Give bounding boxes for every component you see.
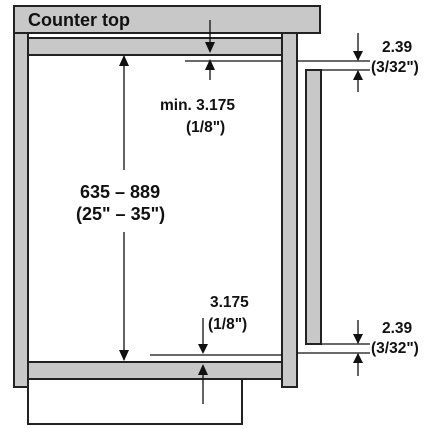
top-gap-arrow	[205, 42, 215, 53]
cabinet-right-side	[281, 32, 298, 388]
cabinet-bottom-rail	[27, 361, 283, 380]
bottom-door-gap-arrow-lower	[353, 353, 363, 363]
cabinet-base	[27, 379, 243, 425]
top-gap-arrow-lower	[205, 59, 215, 70]
door-panel	[305, 69, 322, 345]
height-arrow-top	[119, 55, 129, 66]
min-gap-label-line1: min. 3.175	[160, 97, 235, 114]
bottom-gap-arrow-upper	[198, 344, 208, 354]
top-door-gap-label-line2: (3/32")	[371, 59, 419, 76]
bottom-door-gap-label-line1: 2.39	[382, 320, 413, 337]
bottom-door-gap-label-line2: (3/32")	[371, 340, 419, 357]
bottom-gap-arrow-lower	[198, 364, 208, 375]
counter-top-slab	[13, 5, 321, 34]
min-gap-label-line2: (1/8")	[186, 119, 225, 136]
counter-top-label: Counter top	[28, 10, 130, 30]
bottom-gap-label-line2: (1/8")	[208, 316, 247, 333]
height-label-line2: (25" – 35")	[76, 204, 165, 224]
top-door-gap-arrow-lower	[353, 70, 363, 80]
height-label-line1: 635 – 889	[80, 182, 160, 202]
cabinet-top-rail	[27, 37, 283, 56]
height-arrow-bottom	[119, 350, 129, 361]
top-door-gap-arrow-upper	[353, 51, 363, 61]
bottom-door-gap-arrow-upper	[353, 334, 363, 344]
top-door-gap-label-line1: 2.39	[382, 39, 413, 56]
bottom-gap-label-line1: 3.175	[210, 294, 249, 311]
cabinet-left-side	[13, 32, 29, 388]
